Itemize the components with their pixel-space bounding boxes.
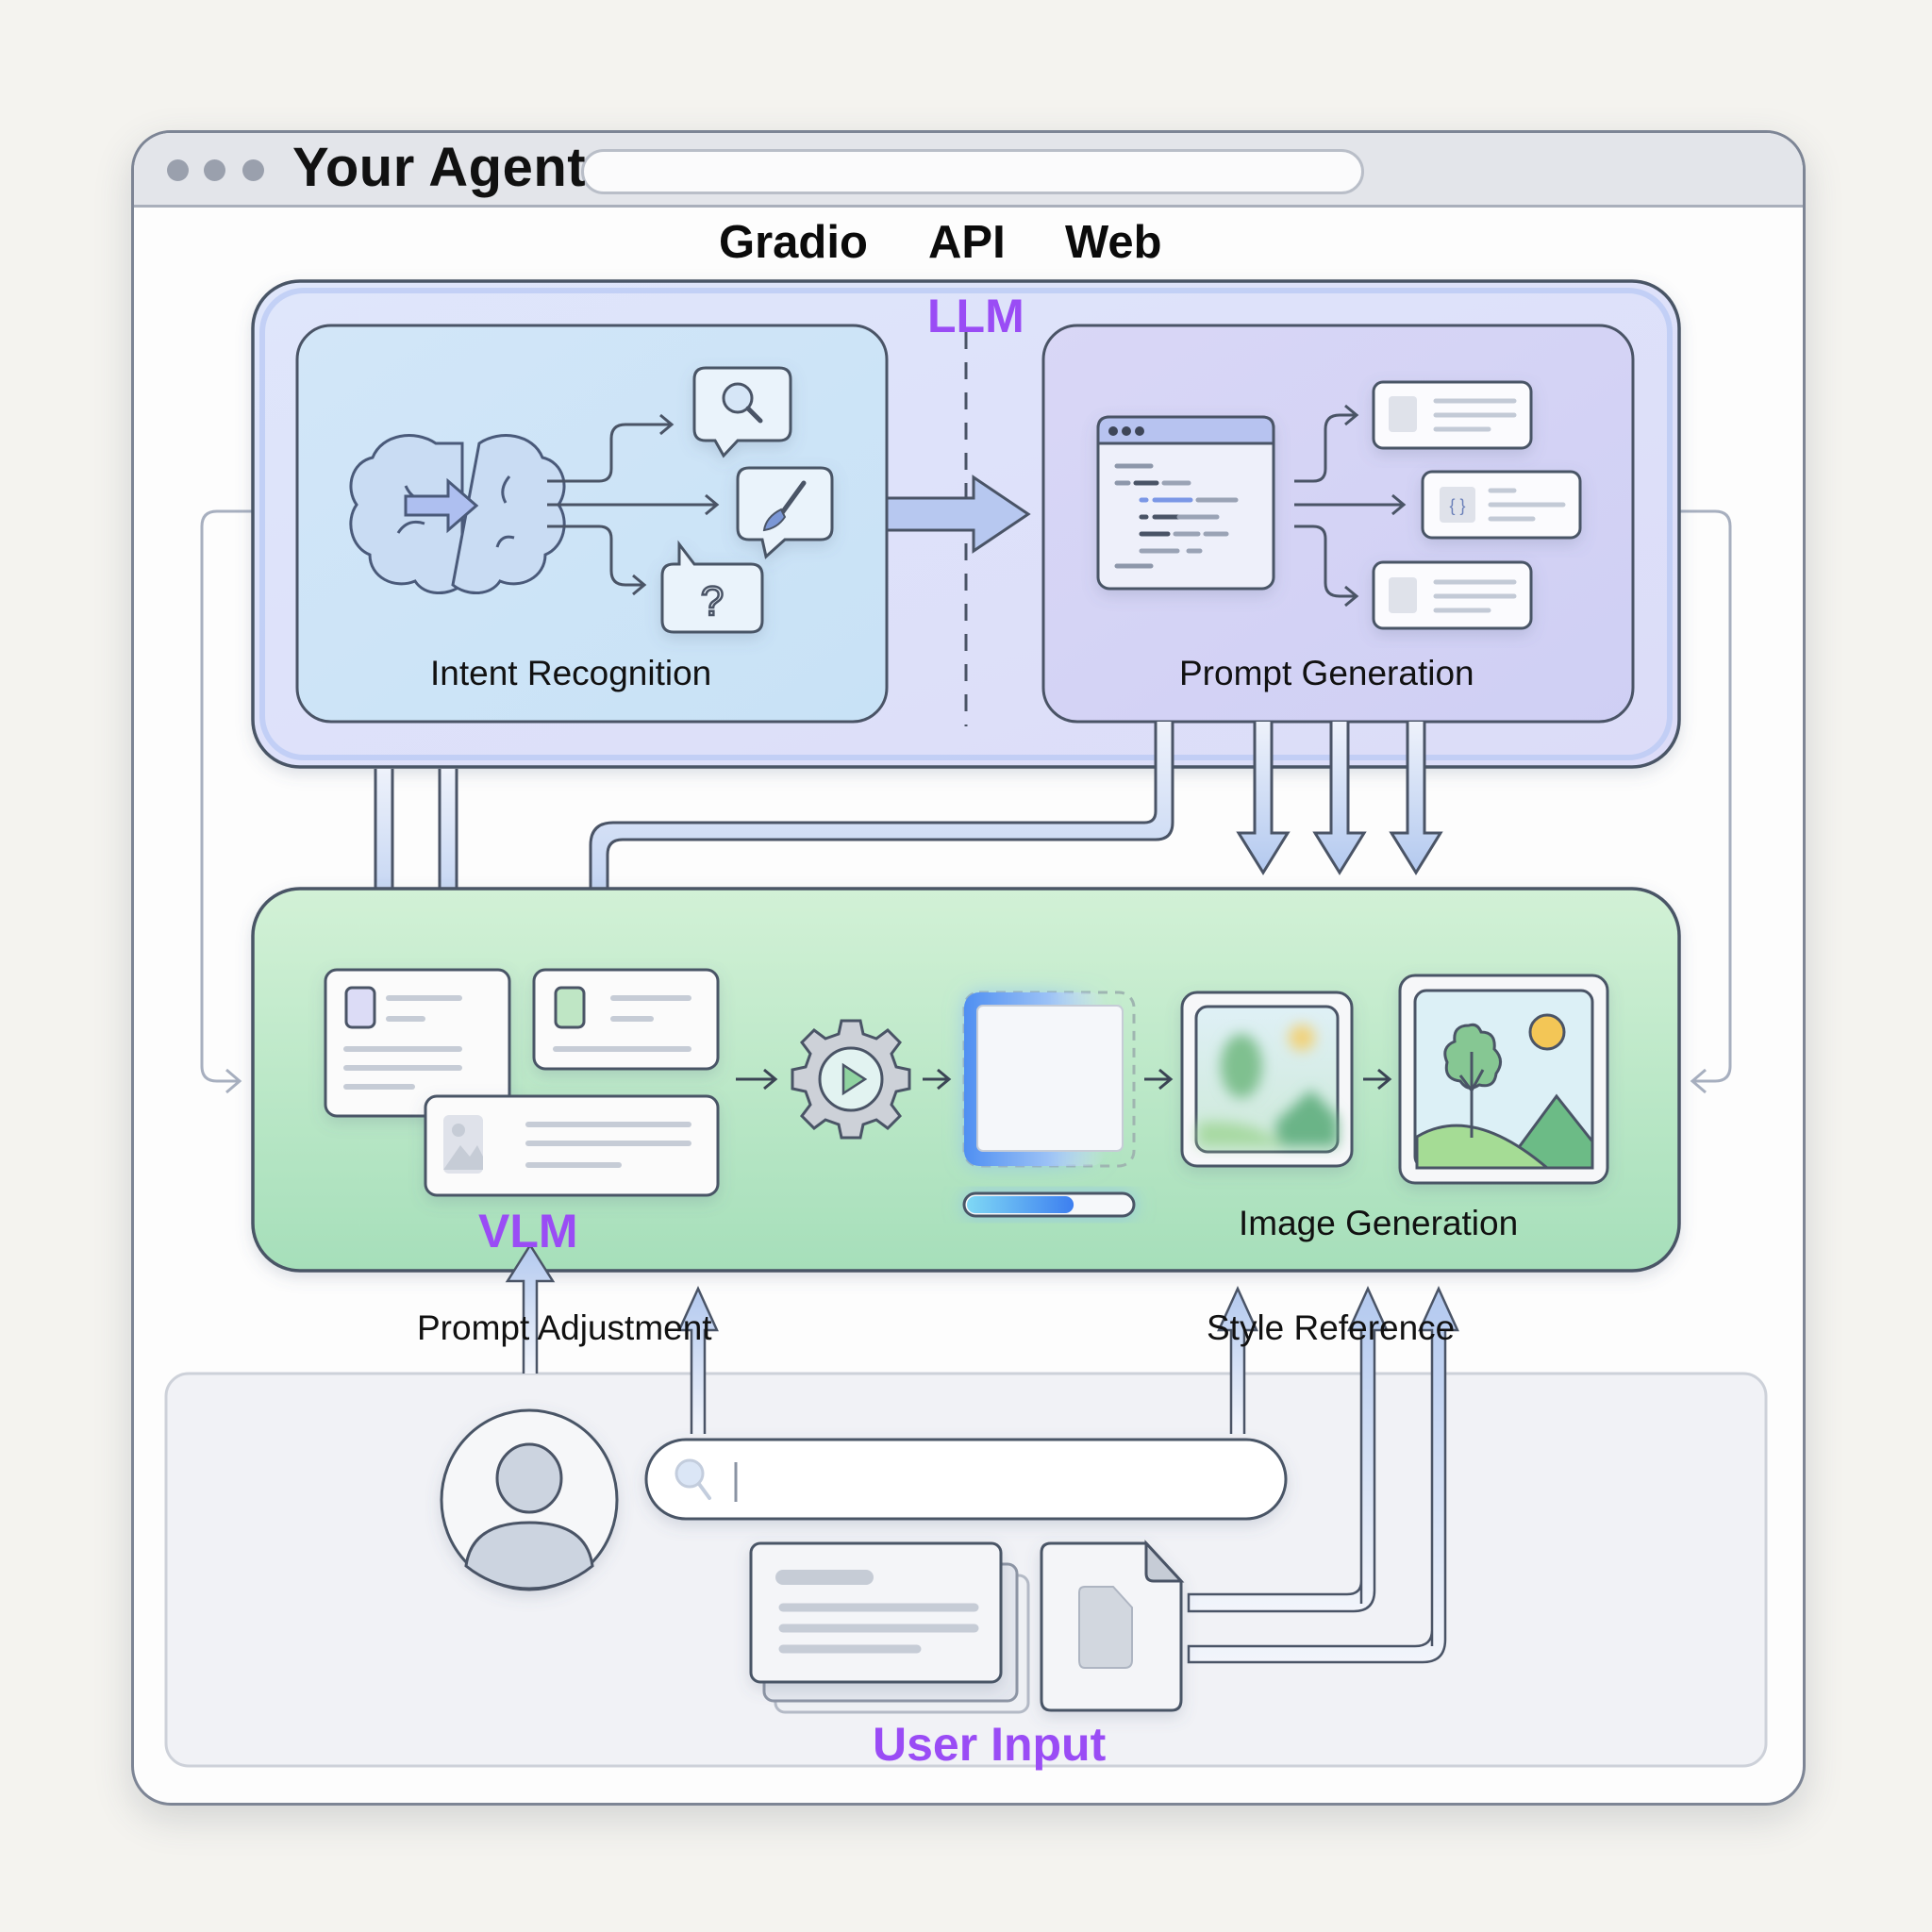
tab-web[interactable]: Web: [1065, 217, 1162, 268]
blank-canvas-icon: [962, 991, 1136, 1168]
style-reference-label: Style Reference: [1207, 1308, 1456, 1347]
flow-arrow: [923, 1068, 952, 1091]
gear-play-icon: [791, 1019, 911, 1140]
user-avatar-icon[interactable]: [440, 1408, 619, 1591]
address-bar[interactable]: [581, 149, 1364, 194]
llm-label: LLM: [927, 290, 1024, 342]
llm-container-inner-glow: [259, 288, 1673, 760]
brain-arrow-icon: [404, 477, 479, 534]
left-feedback-connector: [200, 509, 253, 1083]
tab-api[interactable]: API: [928, 217, 1006, 268]
flow-arrow: [736, 1068, 778, 1091]
prompt-output-arrow: [1312, 722, 1367, 875]
prompt-output-arrow: [1389, 722, 1443, 875]
svg-text:?: ?: [701, 578, 724, 625]
prompt-branch-arrows: [1294, 404, 1407, 608]
prompt-output-arrow: [1236, 722, 1291, 875]
window-dot[interactable]: [167, 159, 189, 181]
question-bubble-icon: ?: [660, 540, 764, 634]
vlm-image-card: [424, 1094, 720, 1197]
vlm-text-card: [532, 968, 720, 1071]
style-reference-arrow: [1187, 1285, 1389, 1613]
intent-branch-arrows: [547, 413, 720, 596]
image-generation-label: Image Generation: [1239, 1204, 1519, 1242]
right-feedback-connector: [1679, 509, 1732, 1083]
prompt-generation-label: Prompt Generation: [1179, 654, 1474, 692]
intent-recognition-label: Intent Recognition: [430, 654, 712, 692]
search-icon: [675, 1458, 705, 1489]
user-input-label: User Input: [873, 1718, 1107, 1771]
search-bubble-icon: [692, 366, 792, 458]
window-dot[interactable]: [204, 159, 225, 181]
window-title: Your Agent: [292, 137, 587, 198]
input-to-vlm-arrow: [677, 1285, 719, 1434]
intent-to-prompt-arrow: [885, 475, 1031, 554]
vlm-label: VLM: [478, 1205, 578, 1257]
progress-bar: [962, 1191, 1136, 1218]
prompt-adjustment-label: Prompt Adjustment: [417, 1308, 712, 1347]
vlm-text-card: [324, 968, 511, 1118]
progress-bar-fill: [967, 1196, 1074, 1213]
search-input[interactable]: [644, 1438, 1288, 1521]
window-dot[interactable]: [242, 159, 264, 181]
prompt-card: [1372, 380, 1533, 450]
flow-arrow: [1363, 1068, 1392, 1091]
right-feedback-arrowhead: [1690, 1068, 1707, 1094]
tab-gradio[interactable]: Gradio: [719, 217, 868, 268]
blurry-image-icon: [1180, 991, 1354, 1168]
document-stack-icon[interactable]: [749, 1541, 1030, 1714]
style-reference-arrow: [1187, 1285, 1459, 1664]
prompt-adjustment-arrow: [505, 1242, 556, 1374]
left-feedback-arrowhead: [225, 1068, 242, 1094]
landscape-image-icon: [1398, 974, 1609, 1185]
file-icon[interactable]: [1040, 1540, 1185, 1712]
style-reference-arrow: [1217, 1285, 1258, 1434]
json-braces-icon: { }: [1449, 496, 1465, 515]
paintbrush-bubble-icon: [736, 466, 834, 559]
prompt-card: [1372, 560, 1533, 630]
window-titlebar: Your Agent: [134, 133, 1803, 208]
flow-arrow: [1144, 1068, 1174, 1091]
json-prompt-card: { }: [1421, 470, 1582, 540]
code-editor-icon: [1096, 415, 1275, 591]
